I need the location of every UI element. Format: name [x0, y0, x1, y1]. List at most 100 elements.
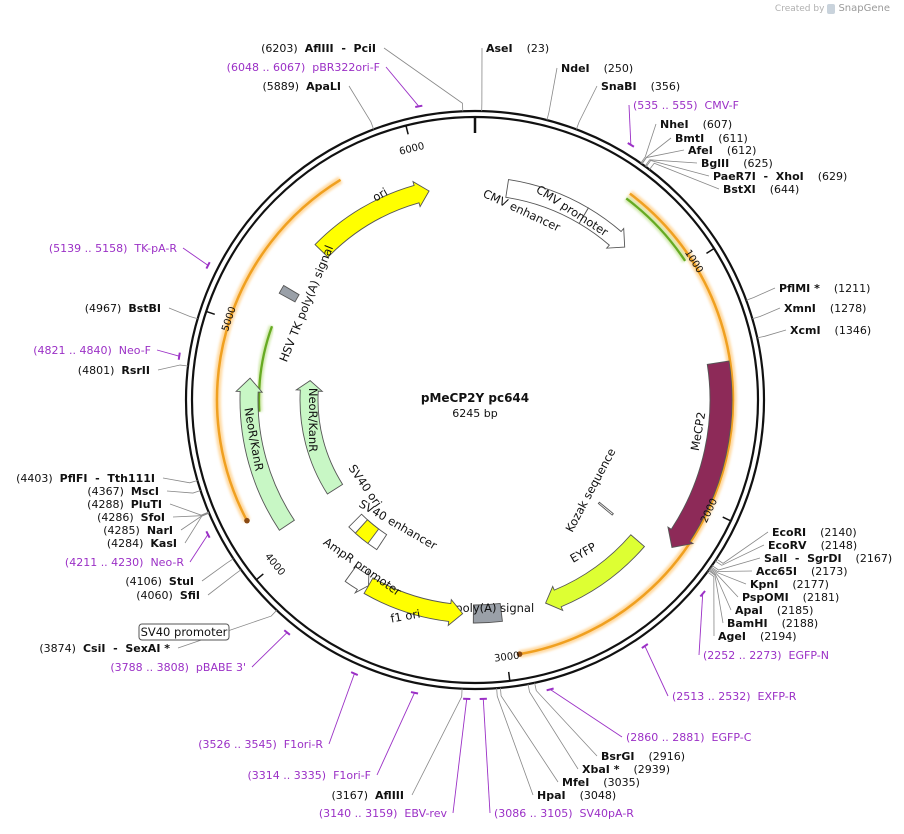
site-hpai[interactable]: HpaI (3048) [496, 688, 617, 802]
site-bamhi[interactable]: BamHI (2188) [708, 570, 818, 630]
primer-label: (535 .. 555) CMV-F [633, 99, 739, 112]
site-sfoi[interactable]: (4286) SfoI [97, 511, 209, 524]
primer-egfpc[interactable]: (2860 .. 2881) EGFP-C [546, 687, 752, 744]
feature-kozak[interactable]: Kozak sequence [562, 446, 618, 535]
site-kpni[interactable]: KpnI (2177) [710, 567, 829, 591]
primer-leader [452, 698, 468, 814]
primer-neof[interactable]: (4821 .. 4840) Neo-F [33, 344, 181, 360]
site-label-part: MfeI [562, 776, 589, 789]
site-label-part: HpaI [537, 789, 566, 802]
feature-eyfp[interactable]: EYFP [545, 534, 646, 612]
primer-tkpar[interactable]: (5139 .. 5158) TK-pA-R [49, 242, 211, 270]
site-sfii[interactable]: (4060) SfiI [136, 569, 242, 602]
primer-mark [283, 629, 291, 636]
neokanr-inner-label: NeoR/KanR [306, 388, 320, 452]
site-bsrgi[interactable]: BsrGI (2916) [534, 682, 685, 763]
site-bstbi[interactable]: (4967) BstBI [85, 302, 198, 320]
site-label-part: (2939) [619, 763, 670, 776]
primer-cmvf[interactable]: (535 .. 555) CMV-F [627, 99, 739, 148]
site-kasi[interactable]: (4284) KasI [107, 512, 210, 550]
feature-neokanr-outer[interactable]: NeoR/KanR [235, 377, 295, 531]
site-label: Acc65I (2173) [756, 565, 848, 578]
site-xcmi[interactable]: XcmI (1346) [757, 324, 871, 339]
site-msci[interactable]: (4367) MscI [87, 485, 201, 498]
site-label-part: (629) [804, 170, 848, 183]
site-stui[interactable]: (4106) StuI [125, 558, 234, 588]
site-mfei[interactable]: MfeI (3035) [500, 687, 640, 789]
site-bglii[interactable]: BglII (625) [644, 157, 773, 170]
site-csii[interactable]: (3874) CsiI - SexAI * [39, 609, 278, 655]
primer-leader [628, 104, 632, 145]
site-label: SalI - SgrDI (2167) [764, 552, 892, 565]
site-ecorv[interactable]: EcoRV (2148) [714, 539, 857, 566]
site-label-part: PflMI * [779, 282, 820, 295]
site-label-part: BstXI [723, 183, 756, 196]
primer-f1orir[interactable]: (3526 .. 3545) F1ori-R [198, 671, 359, 751]
site-xmni[interactable]: XmnI (1278) [752, 302, 866, 320]
site-label: (4285) NarI [103, 524, 173, 537]
credit-brand: SnapGene [838, 3, 890, 14]
site-pspomi[interactable]: PspOMI (2181) [709, 568, 840, 604]
site-nhei[interactable]: NheI (607) [640, 118, 732, 164]
site-bmti[interactable]: BmtI (611) [641, 132, 748, 165]
primer-neor[interactable]: (4211 .. 4230) Neo-R [65, 530, 211, 569]
site-leader [383, 47, 464, 112]
site-afei[interactable]: AfeI (612) [641, 144, 757, 165]
site-leader [168, 307, 198, 320]
site-label: BmtI (611) [675, 132, 748, 145]
site-agei[interactable]: AgeI (2194) [707, 571, 797, 643]
site-label-part: - XhoI [756, 170, 804, 183]
site-ndei[interactable]: NdeI (250) [546, 62, 633, 121]
primer-f1orif[interactable]: (3314 .. 3335) F1ori-F [248, 691, 419, 782]
feature-ori[interactable]: ori [314, 180, 430, 258]
site-pflfi[interactable]: (4403) PflFI - Tth111I [16, 472, 198, 485]
center-title: pMeCP2Y pc644 6245 bp [421, 391, 529, 420]
site-ecori[interactable]: EcoRI (2140) [716, 526, 857, 564]
site-snabi[interactable]: SnaBI (356) [575, 80, 680, 130]
site-paer7i[interactable]: PaeR7I - XhoI (629) [645, 160, 848, 183]
site-label: BstXI (644) [723, 183, 799, 196]
primer-mark [205, 261, 211, 270]
site-rsrii[interactable]: (4801) RsrII [78, 364, 189, 377]
kozak-arrow [597, 501, 614, 516]
primer-egfpn[interactable]: (2252 .. 2273) EGFP-N [698, 590, 829, 662]
site-bstxi[interactable]: BstXI (644) [649, 162, 799, 196]
feature-mecp2[interactable]: MeCP2 [667, 360, 733, 548]
site-xbai[interactable]: XbaI * (2939) [527, 684, 670, 776]
primer-leader [156, 349, 180, 357]
tick-mark [205, 310, 215, 315]
site-label: EcoRI (2140) [772, 526, 857, 539]
tick-mark [722, 516, 732, 522]
primer-mark [699, 590, 706, 598]
primer-pbr322orif[interactable]: (6048 .. 6067) pBR322ori-F [227, 61, 423, 109]
site-apai[interactable]: ApaI (2185) [708, 569, 814, 617]
primer-leader [385, 66, 420, 107]
feature-f1-ori[interactable]: f1 ori [363, 577, 464, 627]
site-label-part: XbaI * [582, 763, 620, 776]
site-label: (6203) AflIII - PciI [261, 42, 376, 55]
primer-mark [410, 691, 419, 695]
site-label-part: - Tth111I [87, 472, 155, 485]
primer-exfpr[interactable]: (2513 .. 2532) EXFP-R [641, 643, 797, 703]
site-label-part: MscI [131, 485, 159, 498]
feature-ampr-promoter[interactable]: AmpR promoter [321, 535, 404, 599]
primer-ebvrev[interactable]: (3140 .. 3159) EBV-rev [319, 697, 471, 820]
site-leader [708, 569, 732, 611]
site-afliii[interactable]: (6203) AflIII - PciI [261, 42, 464, 112]
green-orf-1 [625, 197, 687, 262]
primer-sv40par[interactable]: (3086 .. 3105) SV40pA-R [479, 697, 635, 820]
site-apali[interactable]: (5889) ApaLI [263, 80, 375, 130]
site-sali[interactable]: SalI - SgrDI (2167) [711, 552, 892, 571]
site-afliii[interactable]: (3167) AflIII [331, 688, 463, 802]
site-nari[interactable]: (4285) NarI [103, 512, 210, 537]
site-pluti[interactable]: (4288) PluTI [87, 498, 209, 516]
primer-pbabe3[interactable]: (3788 .. 3808) pBABE 3' [110, 629, 291, 674]
site-acc65i[interactable]: Acc65I (2173) [710, 565, 848, 578]
site-leader [207, 569, 242, 596]
feature-neokanr-inner[interactable]: NeoR/KanR [294, 380, 344, 495]
site-label: XcmI (1346) [790, 324, 871, 337]
feature-hsv-tk-polya[interactable]: HSV TK poly(A) signal [276, 243, 336, 364]
site-asei[interactable]: AseI (23) [481, 42, 550, 112]
site-pflmi[interactable]: PflMI * (1211) [746, 282, 870, 301]
site-leader [411, 688, 463, 796]
